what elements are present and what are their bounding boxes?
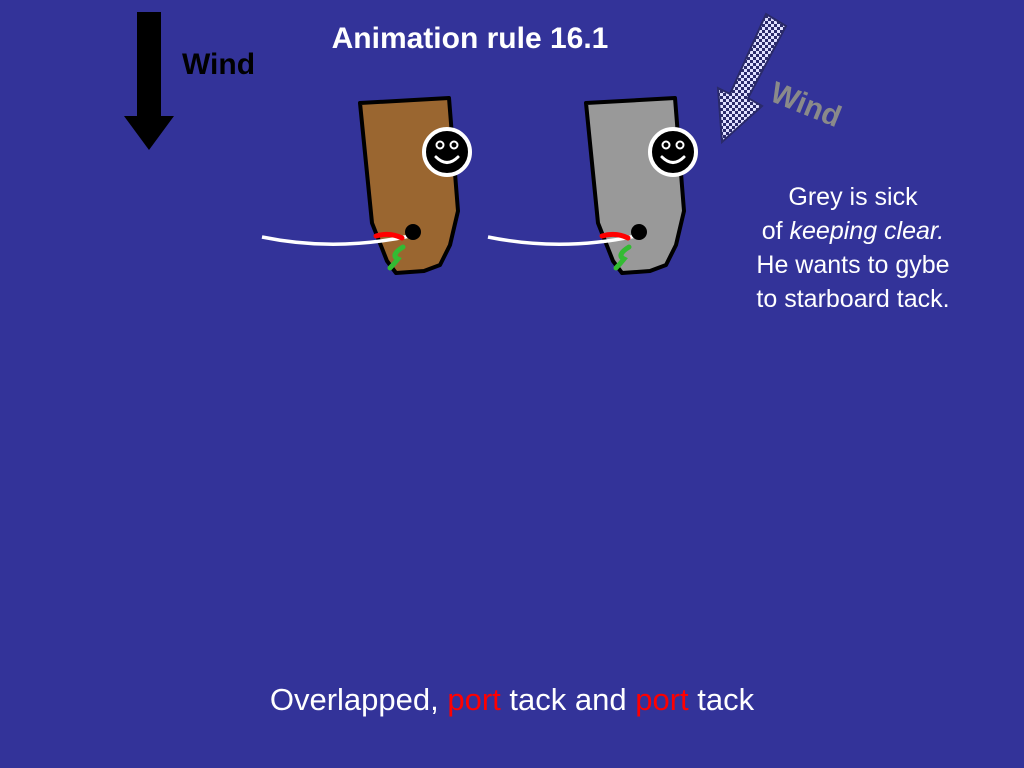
wind-arrow-down-icon [124,12,174,150]
grey-boat-tiller-red [599,231,631,241]
brown-boat-mainsheet [261,234,411,246]
grey-boat [487,96,698,275]
brown-boat-tiller-red [373,231,405,241]
caption: Overlapped, port tack and port tack [0,682,1024,718]
caption-part-1: Overlapped, [269,682,439,717]
note-line-2: of keeping clear. [722,214,984,248]
brown-boat-mast [405,224,421,240]
brown-boat-smiley-icon [422,127,472,177]
caption-port-2: port [635,682,689,717]
note-line-4: to starboard tack. [756,285,950,313]
note-line-3: He wants to gybe [756,251,950,279]
grey-boat-hull [584,96,686,275]
page-title: Animation rule 16.1 [331,22,609,55]
brown-boat-hull [358,96,460,275]
wind-arrow-diagonal-icon [716,12,788,145]
brown-boat-tiller-green [387,244,406,271]
brown-boat [261,96,472,275]
caption-part-2: tack and [509,682,627,717]
caption-part-3: tack [697,682,755,717]
grey-boat-tiller-green [613,244,632,271]
note-line-2-emphasis: keeping clear. [789,217,945,245]
note-line-1: Grey is sick [788,183,918,211]
caption-port-1: port [447,682,501,717]
grey-boat-mast [631,224,647,240]
note-line-2-prefix: of [761,217,783,245]
wind-label: Wind [182,48,256,81]
grey-boat-smiley-icon [648,127,698,177]
grey-boat-mainsheet [487,234,637,246]
explanation-note: Grey is sick of keeping clear. He wants … [722,180,984,316]
